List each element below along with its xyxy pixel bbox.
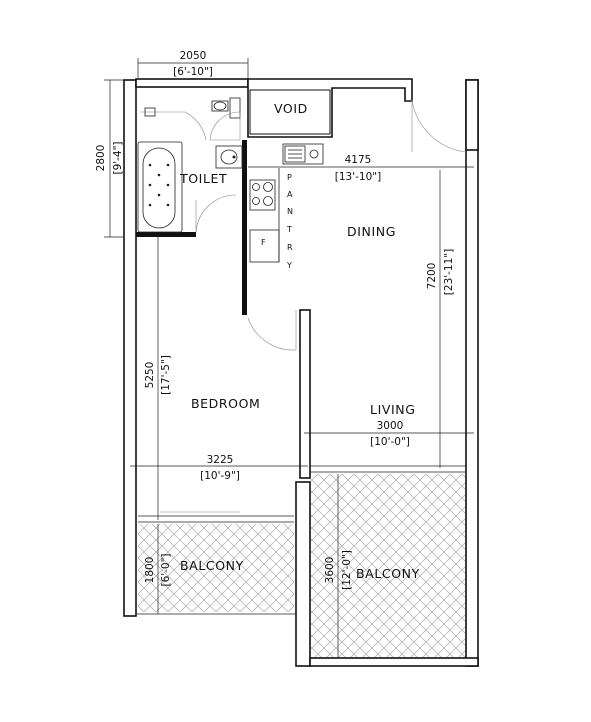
pantry-letter: A bbox=[287, 190, 293, 199]
bathroom-door-swing bbox=[209, 111, 241, 141]
dim-label-dining-ft: [13'-10"] bbox=[335, 171, 381, 183]
wall-left bbox=[123, 79, 137, 617]
dim-label-top-ft: [6'-10"] bbox=[173, 66, 213, 78]
pantry-letter: R bbox=[287, 243, 293, 252]
sliding-door-right bbox=[310, 465, 466, 473]
wall-right bbox=[465, 79, 479, 667]
dim-label-balcony-right-mm: 3600 bbox=[324, 557, 336, 584]
bedroom-door-swing bbox=[247, 317, 297, 351]
wall-top bbox=[135, 78, 249, 88]
pantry-letter: T bbox=[286, 225, 292, 234]
entrance-door-swing bbox=[411, 99, 467, 153]
room-label-void: VOID bbox=[274, 101, 308, 116]
dim-label-dining-mm: 4175 bbox=[345, 154, 372, 166]
pantry-counter bbox=[249, 168, 280, 263]
dim-label-balcony-left-ft: [6'-0"] bbox=[160, 553, 172, 586]
toilet-bowl-icon bbox=[211, 97, 241, 119]
wall-bedroom-living bbox=[299, 309, 311, 479]
pantry-letter: P bbox=[287, 173, 292, 182]
dim-label-living-mm: 3000 bbox=[377, 420, 404, 432]
dim-label-right-height-ft: [23'-11"] bbox=[443, 249, 455, 295]
room-label-balcony-right: BALCONY bbox=[356, 566, 420, 581]
dim-label-right-height-mm: 7200 bbox=[426, 263, 438, 290]
room-label-balcony-left: BALCONY bbox=[180, 558, 244, 573]
wall-toilet-bottom bbox=[136, 232, 196, 237]
dim-label-balcony-right-ft: [12'-0"] bbox=[341, 550, 353, 590]
shower-icon bbox=[140, 107, 237, 233]
dim-label-bedroom-width-mm: 3225 bbox=[207, 454, 234, 466]
room-label-toilet: TOILET bbox=[179, 171, 227, 186]
dim-label-bedroom-height-mm: 5250 bbox=[144, 362, 156, 389]
room-label-dining: DINING bbox=[347, 224, 396, 239]
dim-toilet-height bbox=[104, 79, 124, 238]
wall-balcony-divider bbox=[295, 481, 311, 667]
dim-label-balcony-left-mm: 1800 bbox=[144, 557, 156, 584]
pantry-letter: N bbox=[287, 207, 293, 216]
bathtub bbox=[137, 141, 183, 233]
wall-right-upper bbox=[465, 79, 479, 151]
balcony-right-floor bbox=[310, 474, 466, 658]
wall-toilet-pantry bbox=[242, 140, 247, 315]
kitchen-sink-icon bbox=[282, 143, 324, 165]
room-label-living: LIVING bbox=[370, 402, 416, 417]
balcony-left-floor bbox=[138, 524, 294, 612]
void-interior bbox=[249, 89, 331, 135]
dim-label-living-ft: [10'-0"] bbox=[370, 436, 410, 448]
fridge-label: F bbox=[261, 238, 266, 247]
sliding-door-left bbox=[138, 511, 294, 523]
pantry-letter: Y bbox=[286, 261, 292, 270]
dim-label-bedroom-width-ft: [10'-9"] bbox=[200, 470, 240, 482]
dim-label-toilet-height-mm: 2800 bbox=[95, 145, 107, 172]
wall-balcony-bottom bbox=[309, 657, 479, 667]
room-label-bedroom: BEDROOM bbox=[191, 396, 260, 411]
dim-label-toilet-height-ft: [9'-4"] bbox=[112, 141, 124, 174]
dim-label-bedroom-height-ft: [17'-5"] bbox=[160, 355, 172, 395]
dim-top bbox=[137, 58, 249, 78]
cooktop-icon bbox=[249, 179, 276, 211]
wash-basin-icon bbox=[215, 145, 243, 169]
dim-label-top-mm: 2050 bbox=[180, 50, 207, 62]
